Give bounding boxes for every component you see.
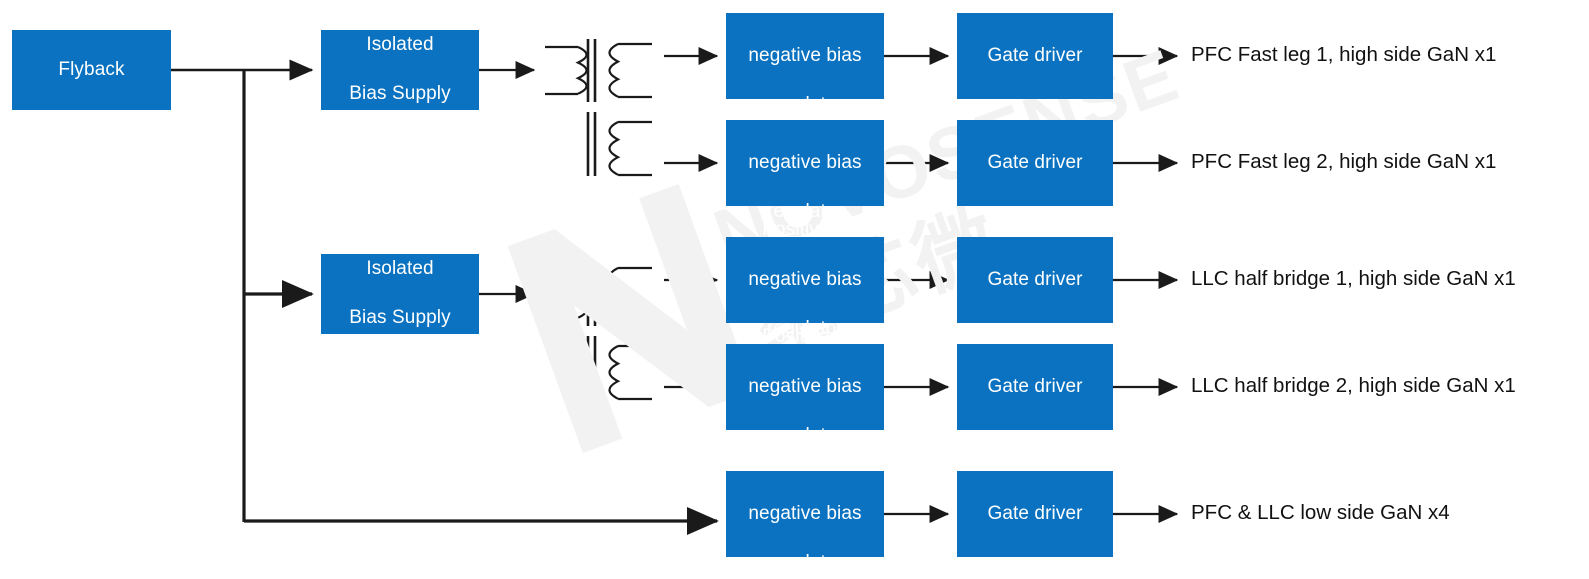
block-regulator-4[interactable]: Positive & negative bias regulator (726, 326, 884, 446)
output-label-4: LLC half bridge 2, high side GaN x1 (1191, 374, 1516, 397)
block-regulator-5[interactable]: Positive & negative bias regulator (726, 453, 884, 573)
bias2-line2: Bias Supply (349, 307, 451, 329)
regulator-4-line1: Positive & (762, 326, 848, 348)
block-regulator-3[interactable]: Positive & negative bias regulator (726, 219, 884, 339)
block-flyback-label: Flyback (58, 58, 125, 80)
regulator-5-line3: regulator (767, 552, 843, 574)
output-label-3: LLC half bridge 1, high side GaN x1 (1191, 267, 1516, 290)
gate-driver-2-label: Gate driver (987, 151, 1083, 173)
regulator-1-line3: regulator (767, 94, 843, 116)
gate-driver-4-label: Gate driver (987, 375, 1083, 397)
regulator-1-line2: negative bias (748, 44, 862, 66)
block-regulator-1[interactable]: Positive & negative bias regulator (726, 0, 884, 115)
output-label-1: PFC Fast leg 1, high side GaN x1 (1191, 43, 1497, 66)
gate-driver-5-label: Gate driver (987, 502, 1083, 524)
block-gate-driver-3[interactable]: Gate driver (957, 237, 1113, 323)
bias2-line1: Isolated (366, 257, 434, 279)
transformer-2-symbol (545, 263, 652, 401)
gate-driver-3-label: Gate driver (987, 268, 1083, 290)
transformer-1-symbol (545, 39, 652, 177)
bias1-line2: Bias Supply (349, 83, 451, 105)
regulator-2-line3: regulator (767, 201, 843, 223)
regulator-2-line1: Positive & (762, 102, 848, 124)
gate-driver-1-label: Gate driver (987, 44, 1083, 66)
regulator-5-line1: Positive & (762, 453, 848, 475)
regulator-4-line3: regulator (767, 425, 843, 447)
regulator-1-line1: Positive & (762, 0, 848, 17)
block-isolated-bias-supply-1[interactable]: Isolated Bias Supply (321, 30, 479, 110)
block-gate-driver-2[interactable]: Gate driver (957, 120, 1113, 206)
block-gate-driver-1[interactable]: Gate driver (957, 13, 1113, 99)
regulator-3-line2: negative bias (748, 268, 862, 290)
regulator-5-line2: negative bias (748, 502, 862, 524)
regulator-2-line2: negative bias (748, 151, 862, 173)
block-gate-driver-5[interactable]: Gate driver (957, 471, 1113, 557)
regulator-4-line2: negative bias (748, 375, 862, 397)
block-flyback[interactable]: Flyback (12, 30, 171, 110)
regulator-3-line1: Positive & (762, 219, 848, 241)
block-regulator-2[interactable]: Positive & negative bias regulator (726, 102, 884, 222)
block-isolated-bias-supply-2[interactable]: Isolated Bias Supply (321, 254, 479, 334)
output-label-2: PFC Fast leg 2, high side GaN x1 (1191, 150, 1497, 173)
bias1-line1: Isolated (366, 33, 434, 55)
block-gate-driver-4[interactable]: Gate driver (957, 344, 1113, 430)
regulator-3-line3: regulator (767, 318, 843, 340)
output-label-5: PFC & LLC low side GaN x4 (1191, 501, 1450, 524)
